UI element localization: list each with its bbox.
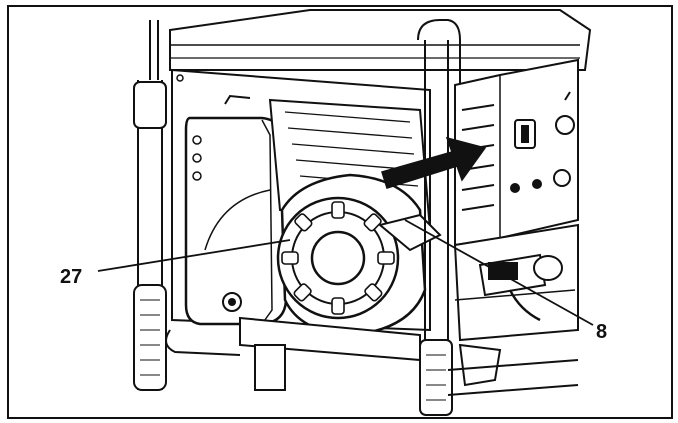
- recoil-starter-housing: [276, 173, 442, 337]
- outlet-pin-1: [510, 183, 520, 193]
- leader-line-27: [97, 239, 291, 272]
- air-filter-housing: [184, 116, 288, 326]
- callout-27-label: 27: [60, 266, 82, 288]
- frame-right-tube: [417, 19, 461, 416]
- callout-8-label: 8: [596, 321, 607, 343]
- right-foot-grip: [419, 339, 453, 416]
- direction-arrow: [381, 136, 487, 189]
- left-handle-grip: [133, 81, 167, 129]
- fuel-valve-lever: [488, 262, 518, 280]
- leader-line-8: [404, 219, 594, 326]
- outlet-pin-2: [532, 179, 542, 189]
- base-foot-left: [254, 344, 286, 391]
- fuel-tank: [169, 9, 592, 71]
- breaker-button: [553, 169, 571, 187]
- frame-left-tube: [133, 20, 167, 391]
- left-foot-grip: [133, 284, 167, 391]
- starter-cover-center: [310, 230, 366, 286]
- base-frame: [165, 316, 579, 396]
- starter-cover-slots: [281, 201, 395, 315]
- choke-knob: [555, 115, 575, 135]
- leader-lines: [97, 219, 594, 326]
